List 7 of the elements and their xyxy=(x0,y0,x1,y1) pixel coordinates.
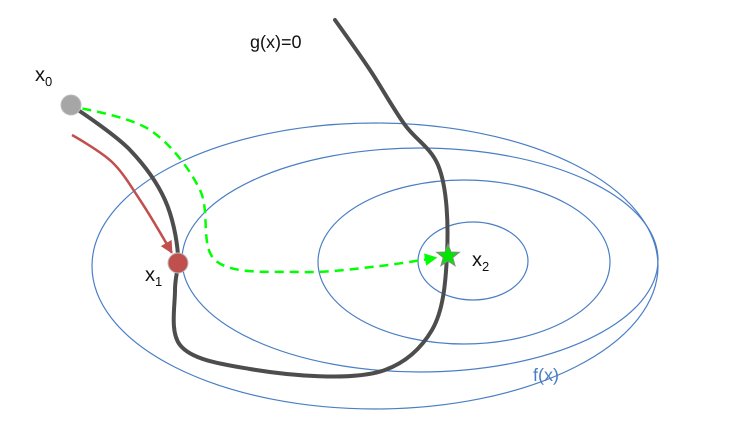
curve-label: g(x)=0 xyxy=(250,33,302,51)
point-label: x$_{0}$ xyxy=(35,65,52,88)
contour-label: f(x) xyxy=(533,366,559,384)
arrow xyxy=(82,107,438,274)
point-label: x$_{1}$ xyxy=(145,265,162,288)
arrow xyxy=(71,134,173,254)
point-label: x$_{2}$ xyxy=(472,250,490,273)
